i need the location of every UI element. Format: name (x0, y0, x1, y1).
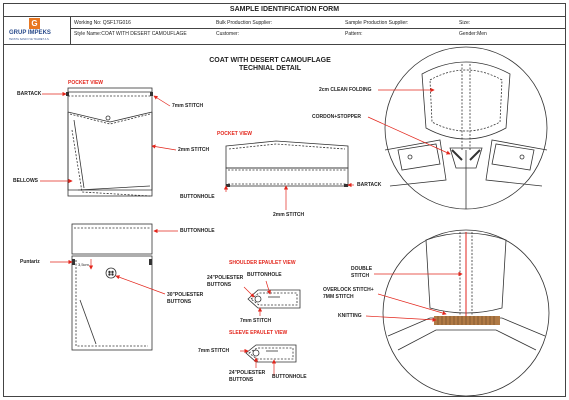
puntariz-label: Puntariz (20, 259, 40, 265)
buttons-30-label: BUTTONS (167, 299, 192, 305)
double-stitch-label: STITCH (351, 273, 370, 279)
dimension-label: 3,5cm (78, 262, 89, 267)
working-no: Working No: QSF17G016 (74, 20, 131, 26)
stitch-2mm-2-label: 2mm STITCH (273, 212, 305, 218)
knitting-band (434, 316, 500, 325)
poliester-24a-label: 24"POLIESTER (207, 275, 244, 281)
gender: Gender:Men (459, 31, 487, 37)
bartack-2-label: BARTACK (357, 182, 382, 188)
double-label: DOUBLE (351, 266, 373, 272)
buttonhole-3-label: BUTTONHOLE (247, 272, 282, 278)
bellows-label: BELLOWS (13, 178, 38, 184)
overlock-label: OVERLOCK STITCH+ (323, 287, 374, 293)
clean-folding-label: 2cm CLEAN FOLDING (319, 87, 372, 93)
header-row-line (70, 28, 565, 29)
detail-title: COAT WITH DESERT CAMOUFLAGE (209, 57, 331, 64)
stitch-7mm-1-label: 7mm STITCH (172, 103, 204, 109)
buttons-24a-label: BUTTONS (207, 282, 232, 288)
pattern: Pattern: (345, 31, 363, 37)
buttons-24b-label: BUTTONS (229, 377, 254, 383)
sleeve-epaulet-view-label: SLEEVE EPAULET VIEW (229, 330, 288, 336)
buttonhole-2-label: BUTTONHOLE (180, 228, 215, 234)
bartack-1-label: BARTACK (17, 91, 42, 97)
buttonhole-4-label: BUTTONHOLE (272, 374, 307, 380)
form-title: SAMPLE IDENTIFICATION FORM (4, 4, 565, 17)
logo-mark: G (29, 18, 40, 29)
style-name: Style Name:COAT WITH DESERT CAMOUFLAGE (74, 31, 187, 37)
cordon-stopper-label: CORDON+STOPPER (312, 114, 361, 120)
sleeve-epaulet-drawing (245, 344, 297, 363)
stitch-7mm-2-label: 7mm STITCH (240, 318, 272, 324)
bulk-supplier: Bulk Production Supplier: (216, 20, 273, 26)
form-sheet: SAMPLE IDENTIFICATION FORM G GRUP IMPEKS… (3, 3, 566, 397)
hood-detail-drawing (384, 46, 548, 210)
buttonhole-1-label: BUTTONHOLE (180, 194, 215, 200)
pocket-view-1-label: POCKET VIEW (68, 80, 104, 86)
header-bottom-line (4, 44, 565, 45)
pocket-1-drawing (67, 87, 153, 197)
knitting-label: KNITTING (338, 313, 362, 319)
pocket-view-2-label: POCKET VIEW (217, 131, 253, 137)
callout-lines (40, 87, 463, 376)
size: Size: (459, 20, 471, 26)
detail-subtitle: TECHNIAL DETAIL (239, 65, 301, 72)
shoulder-epaulet-view-label: SHOULDER EPAULET VIEW (229, 260, 296, 266)
shoulder-epaulet-drawing (247, 289, 301, 309)
poliester-24b-label: 24"POLIESTER (229, 370, 266, 376)
poliester-30-label: 30"POLIESTER (167, 292, 204, 298)
header-divider (70, 17, 71, 45)
logo-name: GRUP IMPEKS (9, 30, 51, 36)
logo-subtitle: TEKSTIL SANAYI VE TICARET A.S. (9, 38, 50, 41)
sample-supplier: Sample Production Supplier: (345, 20, 409, 26)
company-logo: G GRUP IMPEKS TEKSTIL SANAYI VE TICARET … (6, 18, 68, 44)
stitch-7mm-3-label: 7mm STITCH (198, 348, 230, 354)
stitch-2mm-1-label: 2mm STITCH (178, 147, 210, 153)
pocket-3-drawing (71, 223, 153, 351)
customer: Customer: (216, 31, 240, 37)
stitch-7mm-4-label: 7MM STITCH (323, 294, 354, 300)
pocket-2-drawing (225, 140, 349, 187)
